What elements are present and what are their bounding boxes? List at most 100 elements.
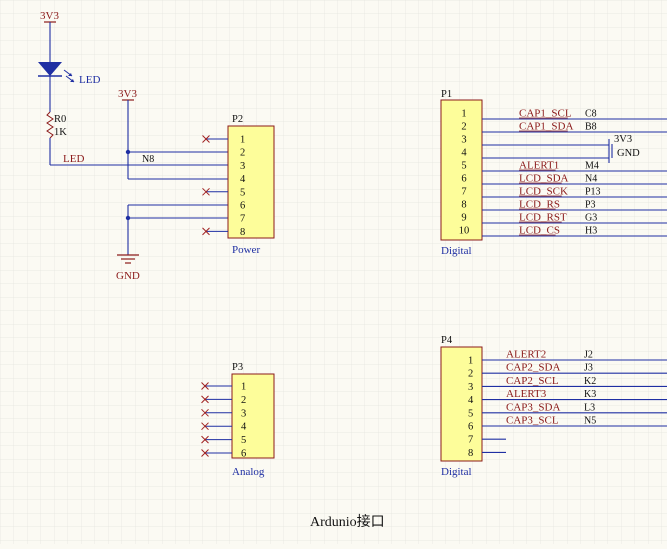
p2-pin-number: 7 [240,214,245,225]
p1-pin-number: 4 [461,148,467,159]
p2-power-wiring: 3V3 N8 GND [116,88,228,282]
p1-fpga-pin: C8 [585,109,597,120]
p1-pin-number: 8 [461,200,466,211]
resistor-designator: R0 [54,114,66,125]
led-diode-icon [38,62,62,76]
decoupling-cap: 3V3 GND [608,134,640,163]
p4-net-label: ALERT2 [506,349,546,361]
p2-pin-number: 4 [240,174,246,185]
resistor-value: 1K [54,127,67,138]
p1-net-label: CAP1_SDA [519,121,573,133]
p2-name: Power [232,244,260,256]
gnd-label: GND [116,270,140,282]
p3-pin-number: 2 [241,395,246,406]
p1-pin-number: 10 [459,226,470,237]
no-connect-icon [202,227,210,236]
resistor-icon [46,111,54,139]
p4-pin-number: 5 [468,408,473,419]
no-connect-icon [201,422,209,431]
p1-body [440,99,483,241]
p1-net-label: ALERT1 [519,160,559,172]
no-connect-icon [201,408,209,417]
p1-net-label: LCD_RS [519,199,560,211]
p1-designator: P1 [441,89,452,100]
connector-p3[interactable]: P3 Analog 1 2 3 4 5 6 [201,362,275,478]
p1-fpga-pin: P3 [585,200,596,211]
p3-pin-number: 5 [241,435,246,446]
p4-body [440,346,483,462]
p1-net-label: LCD_SCK [519,186,568,198]
p4-name: Digital [441,466,472,478]
p3-pin-number: 3 [241,408,246,419]
gnd-symbol-icon [117,254,139,264]
p2-body [227,125,275,239]
p4-pin-number: 2 [468,369,473,380]
junction-dot-gnd [125,215,131,221]
p4-pin-number: 6 [468,422,473,433]
p4-fpga-pin: N5 [584,416,596,427]
p1-pin-number: 9 [461,213,466,224]
p1-net-label: LCD_RST [519,212,567,224]
no-connect-icon [201,395,209,404]
no-connect-icon [201,382,209,390]
p1-pin-number: 2 [461,122,466,133]
p1-pin-number: 6 [461,174,466,185]
p3-designator: P3 [232,362,243,373]
p4-net-label: CAP2_SDA [506,362,560,374]
p4-designator: P4 [441,335,453,346]
p1-fpga-pin: G3 [585,213,597,224]
led-emission-arrows-icon [63,69,75,83]
p4-fpga-pin: J3 [584,363,593,374]
p1-pin-number: 7 [461,187,466,198]
no-connect-icon [202,187,210,196]
p2-designator: P2 [232,114,243,125]
p3-pin-number: 6 [241,449,246,460]
p1-fpga-pin: M4 [585,161,599,172]
led-designator: LED [79,74,100,86]
p2-net-n8: N8 [142,154,154,165]
no-connect-icon [201,435,209,444]
p4-fpga-pin: K3 [584,389,596,400]
p4-pin-number: 8 [468,448,473,459]
p4-pin-number: 7 [468,435,473,446]
no-connect-icon [202,135,210,143]
p1-fpga-pin: H3 [585,226,597,237]
p4-fpga-pin: L3 [584,402,595,413]
led-circuit: 3V3 LED R0 1K LED [38,10,228,166]
vcc-top-label: 3V3 [40,10,59,22]
p3-name: Analog [232,466,265,478]
p4-fpga-pin: K2 [584,376,596,387]
p2-pin-number: 8 [240,227,245,238]
p4-pin-number: 1 [468,356,473,367]
p4-net-label: ALERT3 [506,388,547,400]
p4-fpga-pin: J2 [584,350,593,361]
p2-pin-number: 2 [240,148,245,159]
p1-net-label: LCD_CS [519,225,560,237]
p1-net-label: CAP1_SCL [519,108,572,120]
p1-pin-number: 1 [461,109,466,120]
p4-pin-number: 3 [468,382,473,393]
junction-dot [125,149,131,155]
p3-body [231,373,275,459]
connector-p4[interactable]: P4 Digital 1 ALERT2 J2 2 CAP2_SDA J3 3 CAP2_SCL… [440,335,667,478]
p4-pin-number: 4 [468,395,474,406]
no-connect-icon [201,449,209,457]
p1-fpga-pin: P13 [585,187,601,198]
p4-net-label: CAP2_SCL [506,375,559,387]
p4-net-label: CAP3_SDA [506,401,560,413]
p4-net-label: CAP3_SCL [506,415,559,427]
p2-pin-number: 5 [240,187,245,198]
p3-pin-number: 4 [241,422,247,433]
led-net-label: LED [63,153,84,165]
p1-pin-number: 3 [461,135,466,146]
p3-pin-number: 1 [241,382,246,393]
cap-vcc-label: 3V3 [614,134,632,145]
p1-name: Digital [441,245,472,257]
p2-pin-number: 6 [240,201,245,212]
p1-net-label: LCD_SDA [519,173,569,185]
